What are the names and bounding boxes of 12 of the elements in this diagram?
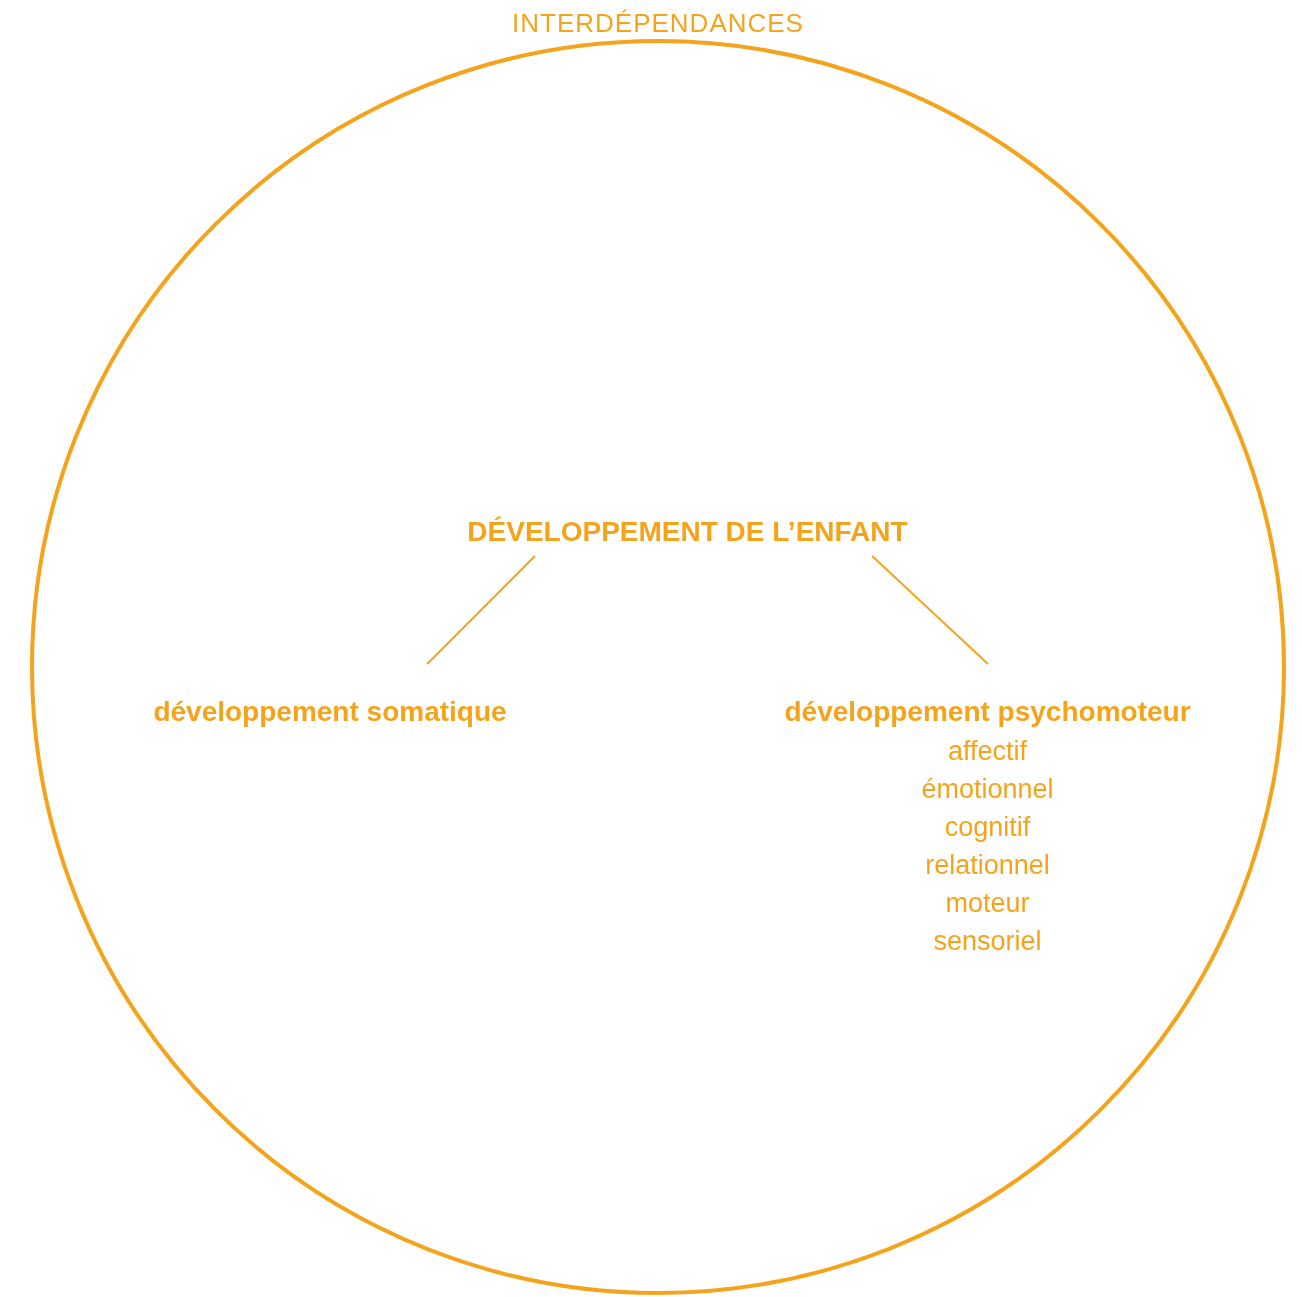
- list-item: moteur: [945, 887, 1030, 920]
- connector-line: [426, 555, 536, 665]
- node-heading: développement somatique: [153, 696, 507, 728]
- list-item: émotionnel: [921, 773, 1054, 806]
- list-item: affectif: [947, 735, 1028, 768]
- node-heading: DÉVELOPPEMENT DE L’ENFANT: [467, 516, 908, 548]
- circle-title: INTERDÉPENDANCES: [512, 8, 804, 39]
- list-item: relationnel: [925, 849, 1050, 882]
- connector-line: [871, 555, 989, 665]
- list-item: cognitif: [944, 811, 1031, 844]
- list-item: sensoriel: [933, 925, 1042, 958]
- node-heading: développement psychomoteur: [784, 696, 1191, 728]
